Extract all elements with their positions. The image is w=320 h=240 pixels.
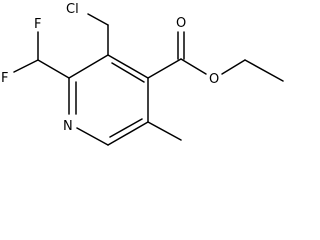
ester-oxygen-label: O [209,72,219,87]
bond-c5-c6-inner [109,118,143,138]
fluorine-top-label: F [34,17,41,32]
bond-ch2-cl [87,13,109,26]
bond-c2-c3 [68,54,109,79]
bond-c3-c4-inner [111,62,145,83]
ethyl-ester-group: O O [147,16,284,87]
molecule-diagram: Cl F F N O O [1,2,284,146]
bond-c3-c4 [107,54,149,79]
chloromethyl-group: Cl [66,2,109,56]
bond-c5-c6 [107,121,149,146]
bond-c5-methyl [147,121,182,141]
bond-ch2-ch3 [244,59,284,82]
bond-c6-n [76,127,109,146]
nitrogen-label: N [63,119,73,134]
bond-c2-chf2 [37,59,70,79]
bond-c4-carbonyl [147,58,182,79]
bond-ester-o-ch2 [221,59,246,75]
carbonyl-oxygen-label: O [176,16,186,31]
pyridine-ring [68,54,149,146]
difluoromethyl-group: F F [1,17,70,86]
fluorine-bottom-label: F [1,71,8,86]
bond-carbonyl-ester-o [180,58,207,75]
chlorine-label: Cl [66,2,79,17]
bond-chf2-f-bottom [13,59,39,73]
